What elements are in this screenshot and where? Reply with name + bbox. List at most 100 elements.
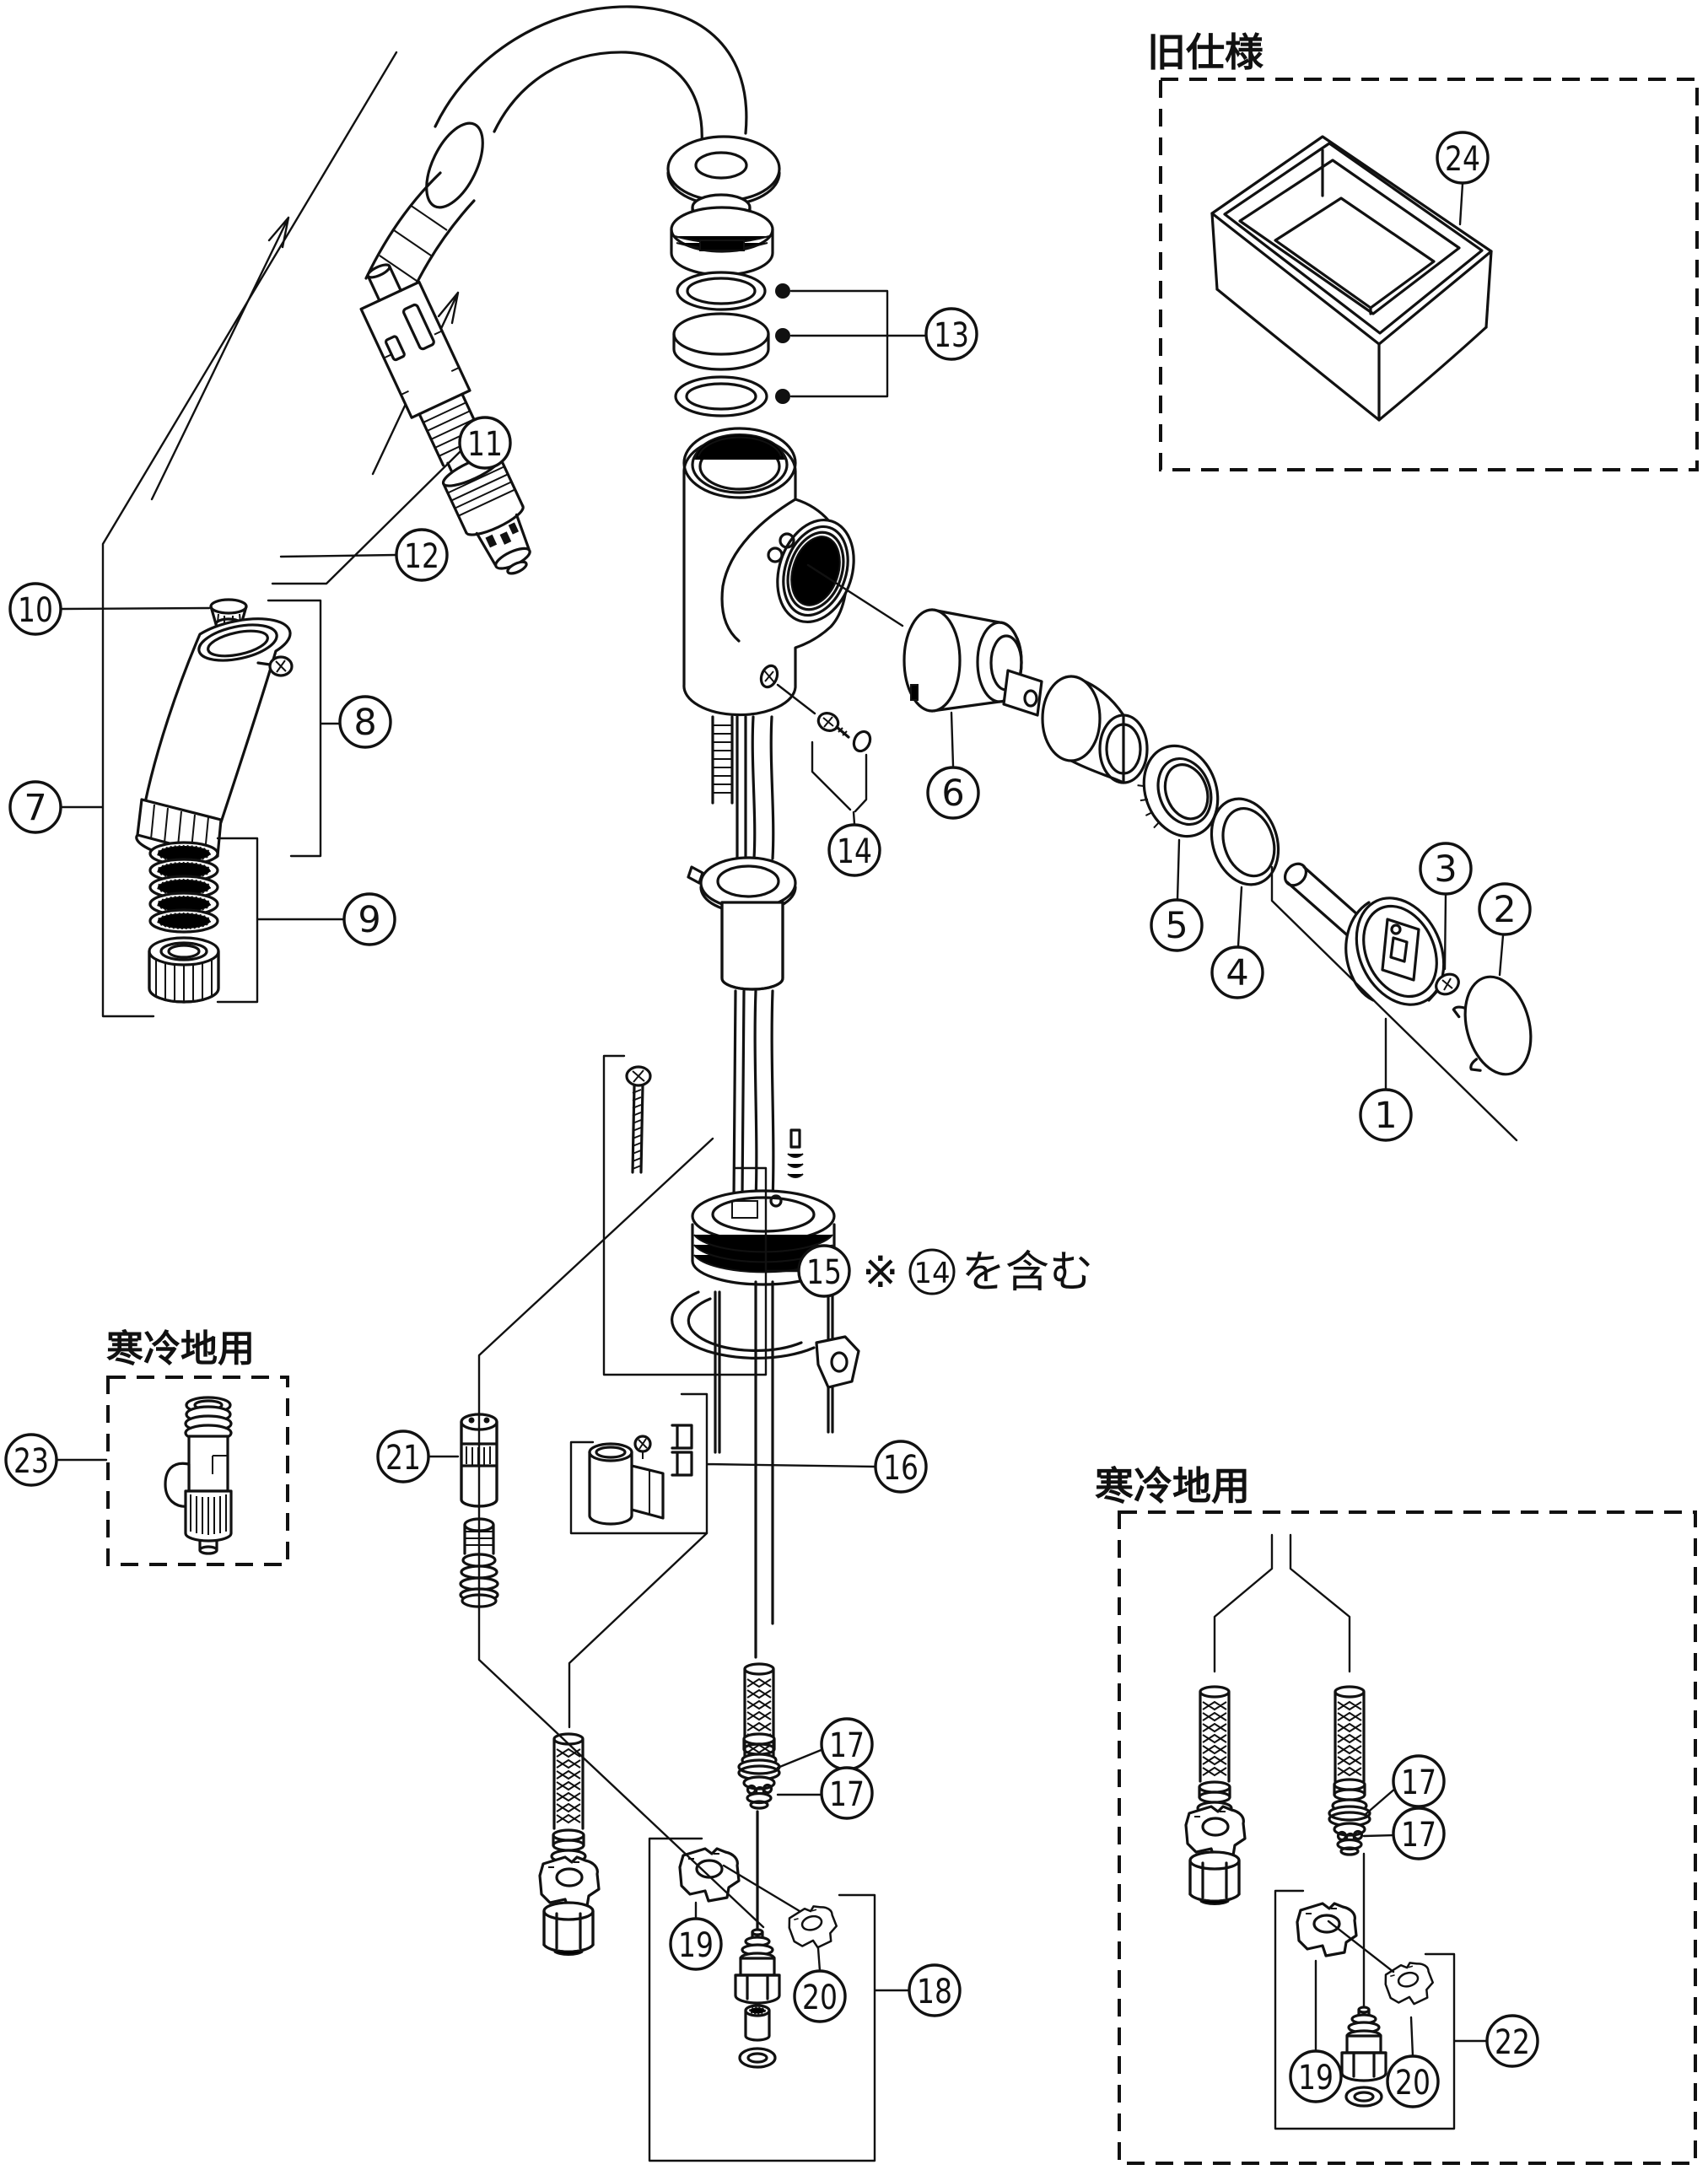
supply-pipes-lower [732,989,775,1659]
svg-text:17: 17 [829,1726,865,1765]
part-callout-17: 17 [1392,1754,1446,1808]
svg-text:18: 18 [917,1973,952,2011]
part-callout-18: 18 [908,1963,962,2017]
mounting-kit [625,1065,860,1454]
svg-text:11: 11 [467,425,503,464]
cold-region-valve [164,1396,233,1555]
note-part-ref: 14 [913,1257,950,1290]
part-callout-14: 14 [827,823,881,877]
svg-text:17: 17 [829,1775,865,1814]
spray-head [135,617,292,862]
svg-text:10: 10 [18,591,53,630]
note-marker: ※ [862,1247,899,1298]
part-callout-20: 20 [793,1969,847,2023]
svg-text:7: 7 [24,787,46,829]
svg-text:15: 15 [806,1253,842,1292]
part-callout-2: 2 [1478,882,1532,936]
svg-text:3: 3 [1434,848,1457,891]
cartridge [902,608,1043,717]
leader-lines [55,51,1518,2162]
part-callout-12: 12 [395,528,449,582]
svg-text:21: 21 [385,1439,421,1478]
part-callout-19: 19 [669,1917,723,1971]
spout [425,5,748,209]
svg-text:14: 14 [837,832,872,871]
svg-text:24: 24 [1445,140,1480,179]
cold-region-hose-set [1184,1685,1438,2108]
hose-joint-group [678,1847,842,2069]
svg-text:20: 20 [802,1979,838,2017]
pull-out-hose [359,171,531,575]
svg-text:17: 17 [1401,1763,1436,1802]
svg-text:8: 8 [353,702,376,744]
svg-text:12: 12 [404,537,439,576]
spout-seal-stack [666,135,781,417]
part-callout-5: 5 [1150,898,1204,952]
faucet-body [682,427,855,717]
svg-text:9: 9 [358,899,380,941]
part-callouts: 1234567891011121314151617171819202122232… [4,131,1539,2108]
cold-region-right-label: 寒冷地用 [1095,1463,1250,1509]
pull-out-arrow-icon [150,216,460,501]
part-callout-3: 3 [1419,842,1473,896]
svg-text:2: 2 [1493,889,1516,931]
part-callout-9: 9 [342,892,396,946]
part-callout-19: 19 [1289,2049,1343,2103]
retaining-nut [1137,744,1220,838]
part-callout-21: 21 [376,1430,430,1483]
part-callout-16: 16 [874,1440,928,1494]
base-flange [687,856,797,991]
old-spec-basin [1210,135,1493,422]
diagram-artwork [135,5,1533,2108]
supply-hose-left [538,1732,601,1957]
part-callout-11: 11 [458,416,512,470]
note-suffix: を含む [962,1247,1093,1298]
cold-region-left-box [106,1376,289,1566]
part-callout-13: 13 [924,307,978,361]
aerator-set [148,841,220,1004]
part-callout-17: 17 [820,1766,874,1820]
part-callout-8: 8 [338,695,392,749]
note-part-ref-circle [908,1248,956,1295]
old-spec-box [1159,78,1699,471]
part-callout-20: 20 [1386,2054,1440,2108]
part-callout-17: 17 [1392,1807,1446,1860]
hose-guide-set [588,1424,693,1526]
part-callout-22: 22 [1485,2014,1539,2068]
spray-head-screw [256,655,294,677]
part-callout-1: 1 [1359,1088,1413,1142]
svg-text:23: 23 [13,1442,49,1481]
lever-handle [1283,862,1446,1006]
supply-pipes [711,715,775,860]
handle-cap [1452,975,1533,1076]
part-callout-4: 4 [1210,945,1264,999]
old-spec-label: 旧仕様 [1147,30,1264,75]
svg-text:5: 5 [1165,905,1188,947]
svg-text:19: 19 [678,1926,714,1965]
svg-text:16: 16 [883,1449,919,1488]
includes-note: ※ 14 を含む [862,1247,1093,1298]
svg-text:19: 19 [1298,2059,1334,2097]
cartridge-spacer [1041,675,1149,784]
handle-screw [1427,972,1460,1002]
part-callout-23: 23 [4,1433,58,1487]
svg-text:20: 20 [1395,2064,1431,2103]
center-hose [737,1662,781,1935]
part-callout-10: 10 [8,582,62,636]
svg-text:1: 1 [1374,1095,1397,1137]
svg-text:6: 6 [941,773,964,815]
svg-text:17: 17 [1401,1816,1436,1855]
part-callout-17: 17 [820,1717,874,1771]
cold-region-right-box [1118,1510,1697,2165]
svg-text:22: 22 [1495,2023,1530,2062]
escutcheon-ring [1210,797,1280,886]
group-boxes: 旧仕様 寒冷地用 寒冷地用 [106,30,1699,2165]
hose-connector [359,263,531,575]
svg-text:4: 4 [1226,952,1248,994]
part-callout-15: 15 [797,1244,851,1298]
cold-region-left-label: 寒冷地用 [106,1327,255,1370]
part-callout-7: 7 [8,780,62,834]
svg-text:13: 13 [934,316,969,355]
